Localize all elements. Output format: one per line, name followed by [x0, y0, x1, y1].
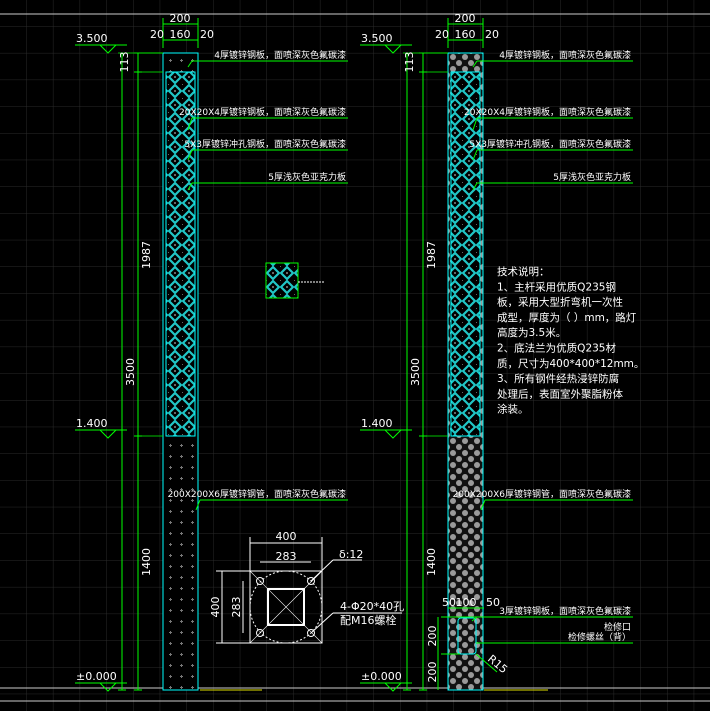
level-top-label: 3.500: [76, 32, 108, 45]
side-dim: 20: [150, 28, 164, 41]
lattice-panel: [165, 71, 196, 437]
tech-note-line: 处理后，表面室外聚脂粉体: [497, 387, 623, 400]
level-mid-triangle-icon: [384, 429, 402, 439]
level-ground-label: ±0.000: [76, 670, 117, 683]
tech-note-line: 高度为3.5米。: [497, 326, 566, 339]
annotation-label: 200X200X6厚镀锌钢管，面喷深灰色氟碳漆: [453, 488, 631, 500]
access-side-dim-right: 50: [486, 596, 500, 609]
access-screw-note: 检修螺丝（背）: [568, 631, 631, 643]
inner-width-dim: 160: [455, 28, 476, 41]
lattice-detail-icon: [265, 262, 325, 299]
leader-line: [187, 149, 193, 161]
leader-line: [472, 182, 478, 191]
height-dim-label: 113: [118, 52, 131, 73]
access-opening-note: 检修口: [604, 621, 631, 633]
leader-line: [187, 117, 193, 131]
level-mid-label: 1.400: [361, 417, 393, 430]
access-width-dim: 100: [456, 596, 477, 609]
right-elevation: 3.500 1.400 ±0.000 113 1987 3500 1400 200 160 20 2…: [360, 12, 633, 692]
level-mid-triangle-icon: [99, 429, 117, 439]
flange-bolt-spacing-dim-vertical: 283: [230, 597, 243, 618]
annotation-label: 200X200X6厚镀锌钢管，面喷深灰色氟碳漆: [168, 488, 346, 500]
annotation-label: 4厚镀锌钢板，面喷深灰色氟碳漆: [499, 49, 631, 61]
level-top-triangle-icon: [99, 44, 117, 54]
lattice-panel: [450, 71, 481, 437]
level-ground-triangle-icon: [384, 682, 402, 692]
tech-note-line: 质，尺寸为400*400*12mm。: [497, 357, 644, 370]
tech-note-line: 成型，厚度为（ ）mm，路灯: [497, 311, 637, 324]
flange-thickness: δ:12: [339, 548, 363, 561]
flange-outer-dim: 400: [276, 530, 297, 543]
base-flange-plan: [216, 537, 402, 644]
leader-line: [195, 499, 201, 511]
annotation-label: 5厚浅灰色亚克力板: [268, 171, 346, 183]
annotation-label: 20X20X4厚镀锌钢板，面喷深灰色氟碳漆: [464, 106, 631, 118]
tech-note-line: 3、所有钢件经热浸锌防腐: [497, 372, 619, 385]
access-plate-note: 3厚镀锌钢板，面喷深灰色氟碳漆: [499, 605, 631, 617]
tech-note-line: 1、主杆采用优质Q235钢: [497, 280, 616, 293]
side-dim-right: 20: [485, 28, 499, 41]
tech-note-line: 板，采用大型折弯机一次性: [497, 296, 623, 309]
tech-note-line: 2、底法兰为优质Q235材: [497, 342, 616, 355]
height-dim-label: 1400: [140, 548, 153, 576]
drawing-frame: [0, 13, 710, 702]
flange-outer-dim-vertical: 400: [209, 597, 222, 618]
leader-line: [480, 499, 486, 511]
annotation-label: 5X3厚镀锌冲孔钢板，面喷深灰色氟碳漆: [184, 138, 346, 150]
tech-note-line: 涂装。: [497, 403, 529, 416]
height-dim-label: 3500: [124, 358, 137, 386]
level-top-triangle-icon: [384, 44, 402, 54]
level-top-label: 3.500: [361, 32, 393, 45]
leader-line: [187, 182, 193, 191]
level-ground-triangle-icon: [99, 682, 117, 692]
height-dim-label: 1400: [425, 548, 438, 576]
height-dim-label: 3500: [409, 358, 422, 386]
access-panel-detail: [437, 607, 633, 690]
leader-line: [472, 117, 478, 131]
level-mid-label: 1.400: [76, 417, 108, 430]
leader-line: [472, 60, 478, 68]
annotation-label: 5厚浅灰色亚克力板: [553, 171, 631, 183]
leader-line: [472, 149, 478, 161]
inner-width-dim: 160: [170, 28, 191, 41]
level-ground-label: ±0.000: [361, 670, 402, 683]
annotation-label: 4厚镀锌钢板，面喷深灰色氟碳漆: [214, 49, 346, 61]
left-elevation: 3.500 1.400 ±0.000 113 1987 3500 1400 200 160 20 2…: [75, 12, 348, 692]
leader-line: [187, 60, 193, 68]
annotation-label: 20X20X4厚镀锌钢板，面喷深灰色氟碳漆: [179, 106, 346, 118]
height-dim-label: 1987: [425, 241, 438, 269]
total-width-dim: 200: [455, 12, 476, 25]
total-width-dim: 200: [170, 12, 191, 25]
height-dim-label: 1987: [140, 241, 153, 269]
tech-note-line: 技术说明：: [497, 265, 550, 278]
flange-holes: 4-Φ20*40孔: [340, 600, 404, 613]
side-dim-right: 20: [200, 28, 214, 41]
access-side-dim: 50: [442, 596, 456, 609]
annotation-label: 5X3厚镀锌冲孔钢板，面喷深灰色氟碳漆: [469, 138, 631, 150]
flange-bolt-spacing-dim: 283: [276, 550, 297, 563]
access-h2-dim: 200: [426, 662, 439, 683]
side-dim: 20: [435, 28, 449, 41]
height-dim-label: 113: [403, 52, 416, 73]
flange-bolts: 配M16螺栓: [340, 613, 397, 627]
access-h1-dim: 200: [426, 626, 439, 647]
